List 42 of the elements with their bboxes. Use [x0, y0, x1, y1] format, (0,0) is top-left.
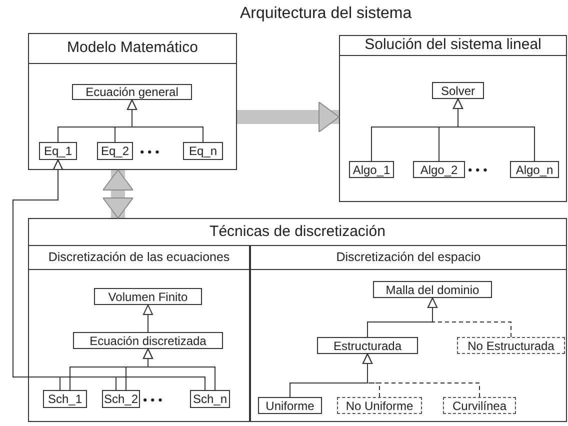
class-box: Algo_1 [349, 161, 394, 178]
inheritance-connector [143, 304, 153, 332]
class-box: Sch_1 [43, 390, 87, 408]
class-box: No Estructurada [457, 337, 565, 354]
class-box: Eq_1 [39, 142, 77, 160]
panel-heading: Técnicas de discretización [208, 222, 386, 242]
class-box: Sch_n [190, 390, 230, 408]
panel-heading: Discretización de las ecuaciones [29, 246, 249, 270]
class-box: Sch_2 [102, 390, 140, 408]
inheritance-connector [127, 100, 204, 142]
class-box: Uniforme [258, 397, 322, 414]
inheritance-connector [362, 354, 480, 398]
class-box: Algo_n [510, 161, 559, 178]
block-arrow [237, 102, 340, 132]
class-box: Eq_n [183, 142, 223, 160]
class-box: Curvilínea [443, 397, 516, 414]
ellipsis-label: • • • [140, 144, 160, 161]
inheritance-connector [453, 98, 535, 162]
class-box: Eq_2 [97, 142, 133, 160]
class-box: No Uniforme [337, 397, 422, 414]
panel-heading: Discretización del espacio [251, 246, 566, 270]
class-box: Volumen Finito [94, 288, 202, 305]
class-box: Ecuación discretizada [73, 332, 223, 349]
ellipsis-label: • • • [468, 162, 488, 179]
panel-heading: Solución del sistema lineal [340, 36, 566, 56]
package-panel [250, 245, 567, 422]
package-panel [28, 218, 567, 422]
class-box: Malla del dominio [373, 281, 492, 298]
class-box: Solver [432, 82, 484, 99]
class-box: Algo_2 [413, 161, 465, 178]
diagram-title: Arquitectura del sistema [240, 6, 412, 22]
block-arrow [102, 170, 134, 218]
package-panel [28, 245, 250, 422]
ellipsis-label: • • • [143, 392, 162, 409]
inheritance-connector [428, 298, 512, 338]
package-panel [339, 35, 567, 202]
class-box: Ecuación general [72, 84, 192, 100]
package-panel [28, 33, 237, 170]
class-box: Estructurada [317, 337, 418, 354]
inheritance-connector [143, 348, 216, 390]
inheritance-connector [12, 160, 206, 390]
panel-heading: Modelo Matemático [29, 34, 236, 64]
